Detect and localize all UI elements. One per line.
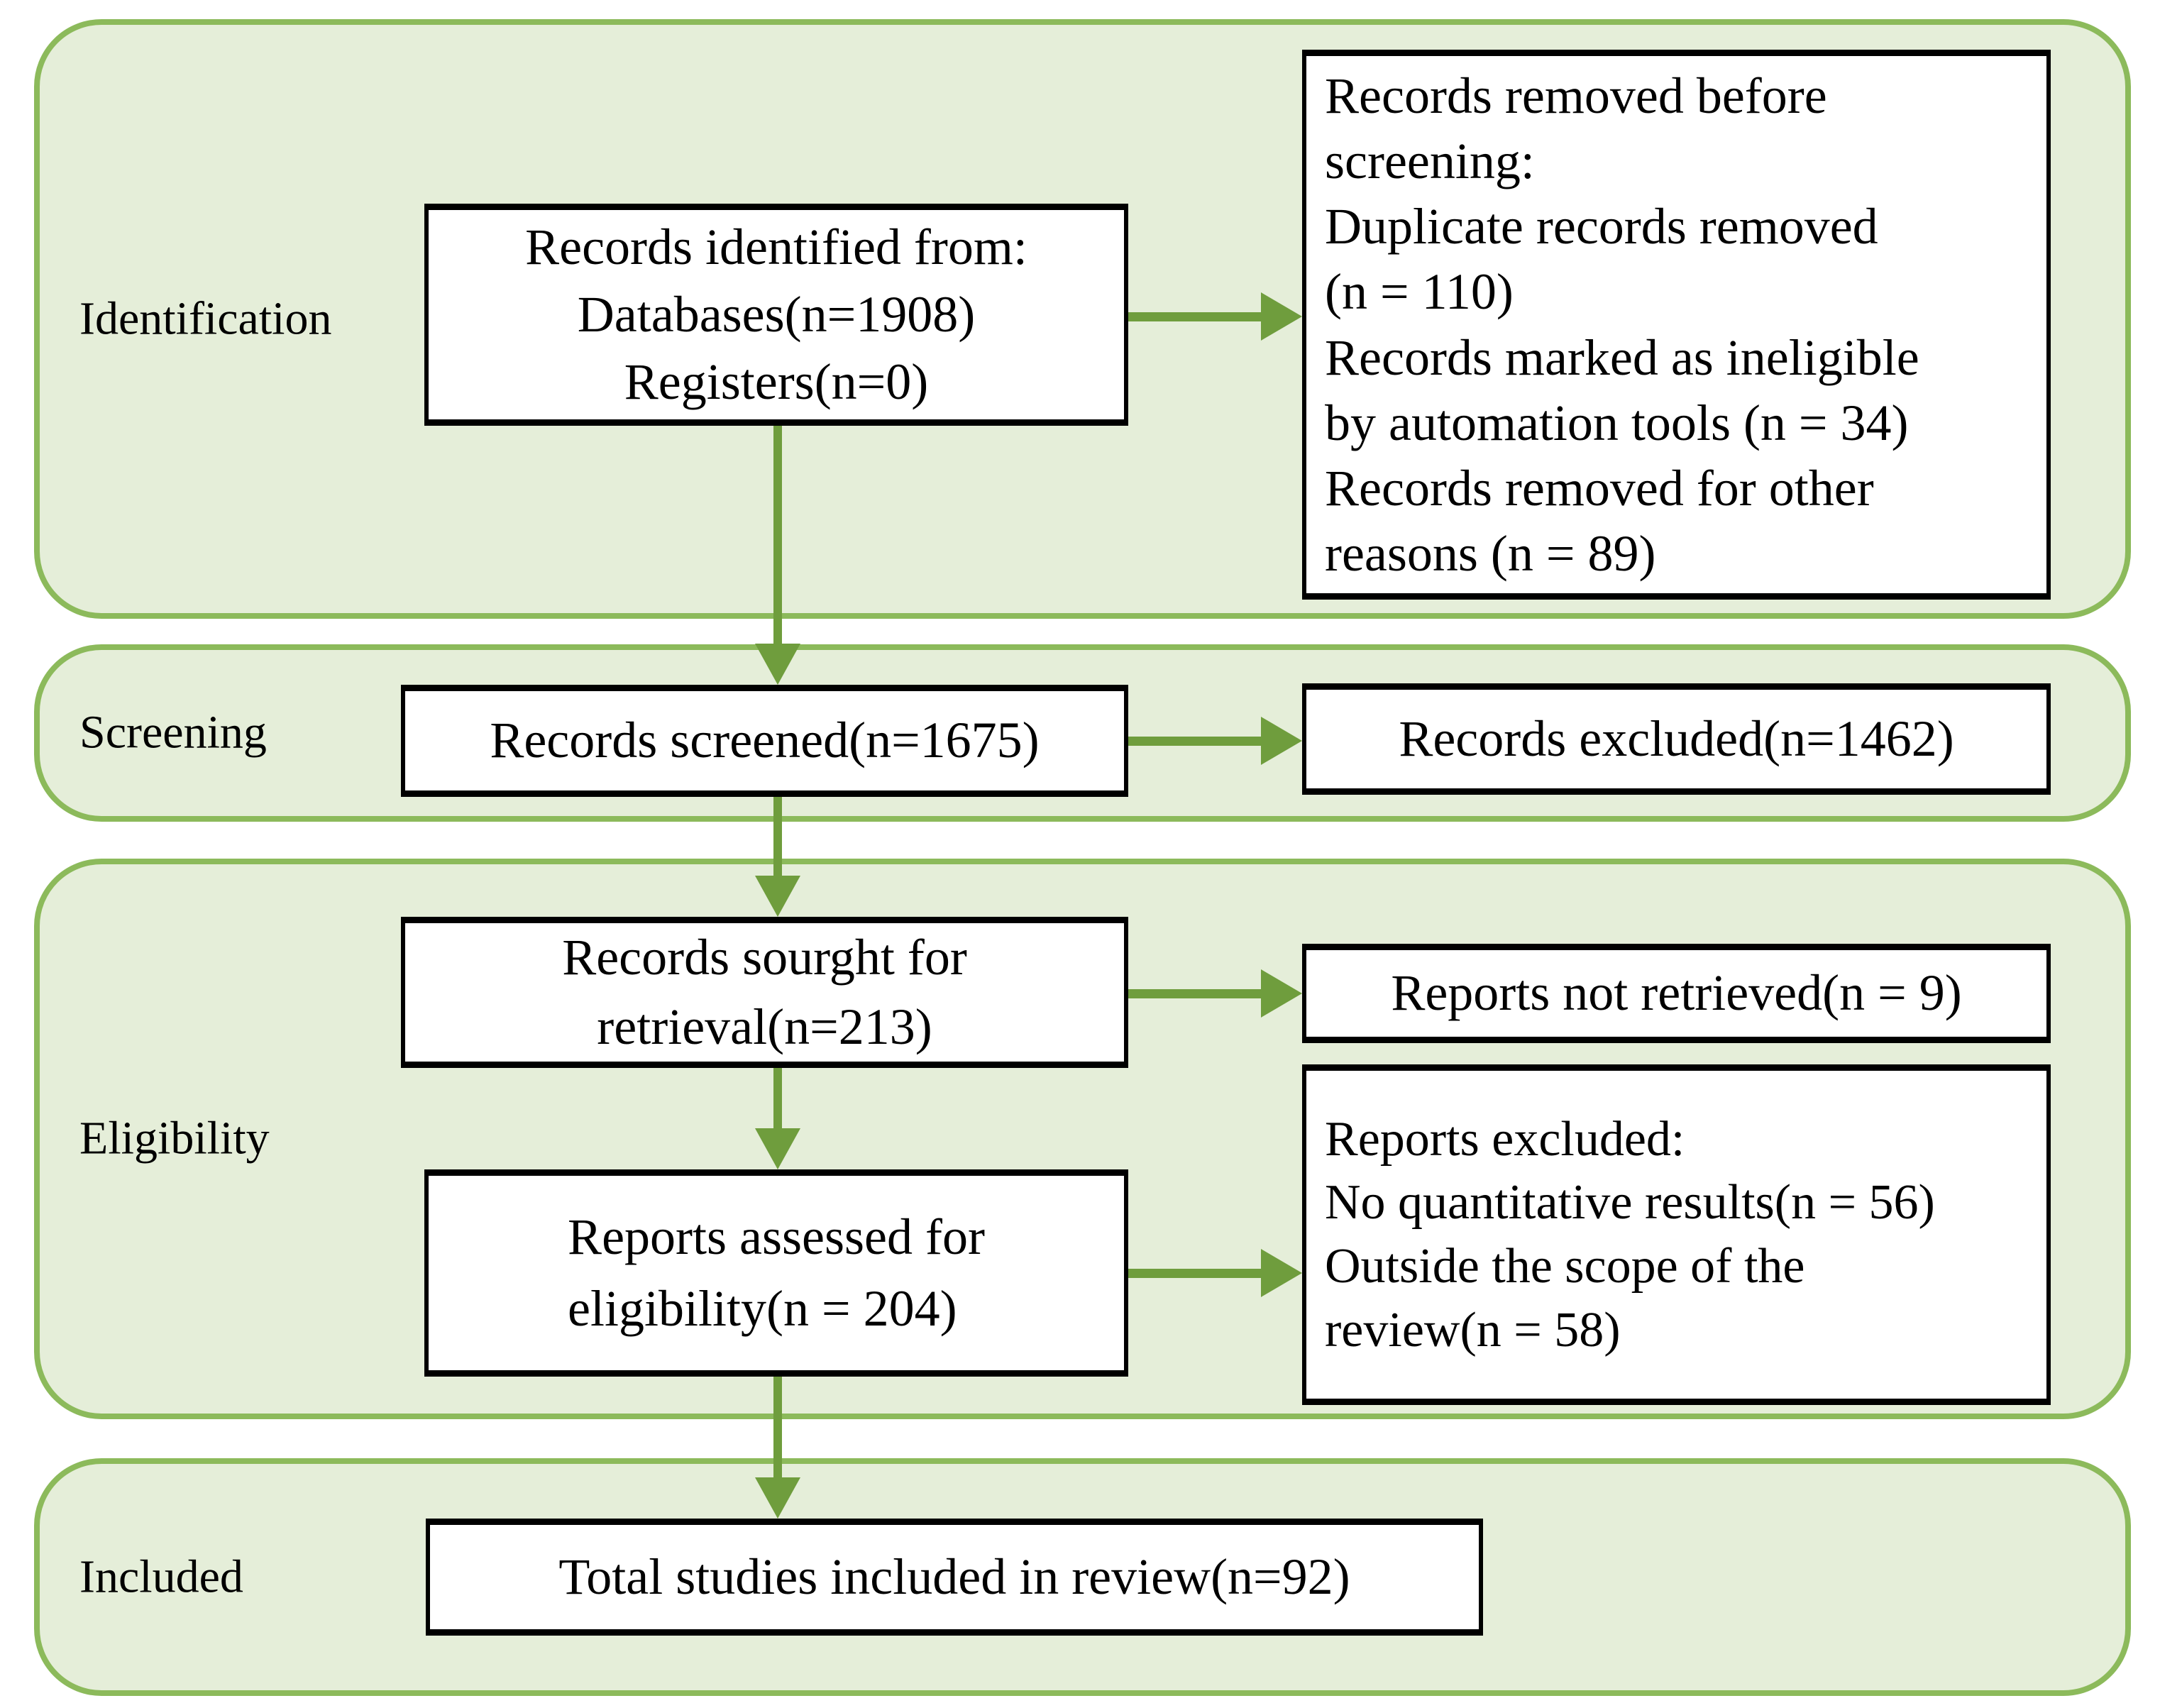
stage-label-screening: Screening (79, 706, 267, 759)
stage-label-identification: Identification (79, 292, 332, 345)
stage-label-eligibility: Eligibility (79, 1112, 270, 1164)
box-reports-not-retrieved-text: Reports not retrieved(n = 9) (1391, 964, 1962, 1022)
box-records-identified: Records identified from: Databases(n=190… (424, 204, 1128, 426)
box-reports-excluded: Reports excluded: No quantitative result… (1302, 1064, 2051, 1405)
box-reports-assessed-text: Reports assessed for eligibility(n = 204… (568, 1208, 985, 1337)
box-records-excluded: Records excluded(n=1462) (1302, 683, 2051, 795)
box-total-included-text: Total studies included in review(n=92) (558, 1548, 1350, 1605)
box-records-screened-text: Records screened(n=1675) (490, 712, 1040, 769)
box-records-screened: Records screened(n=1675) (401, 685, 1128, 797)
box-records-removed-before-screening: Records removed before screening: Duplic… (1302, 50, 2051, 600)
box-records-removed-text: Records removed before screening: Duplic… (1325, 67, 1919, 582)
box-reports-not-retrieved: Reports not retrieved(n = 9) (1302, 944, 2051, 1043)
box-records-sought-text: Records sourght for retrieval(n=213) (562, 929, 967, 1055)
stage-label-included: Included (79, 1550, 243, 1603)
box-total-included: Total studies included in review(n=92) (426, 1519, 1483, 1636)
box-records-excluded-text: Records excluded(n=1462) (1399, 710, 1954, 767)
box-records-identified-text: Records identified from: Databases(n=190… (525, 218, 1027, 411)
box-records-sought: Records sourght for retrieval(n=213) (401, 917, 1128, 1068)
box-reports-assessed: Reports assessed for eligibility(n = 204… (424, 1169, 1128, 1377)
box-reports-excluded-text: Reports excluded: No quantitative result… (1325, 1111, 1935, 1357)
